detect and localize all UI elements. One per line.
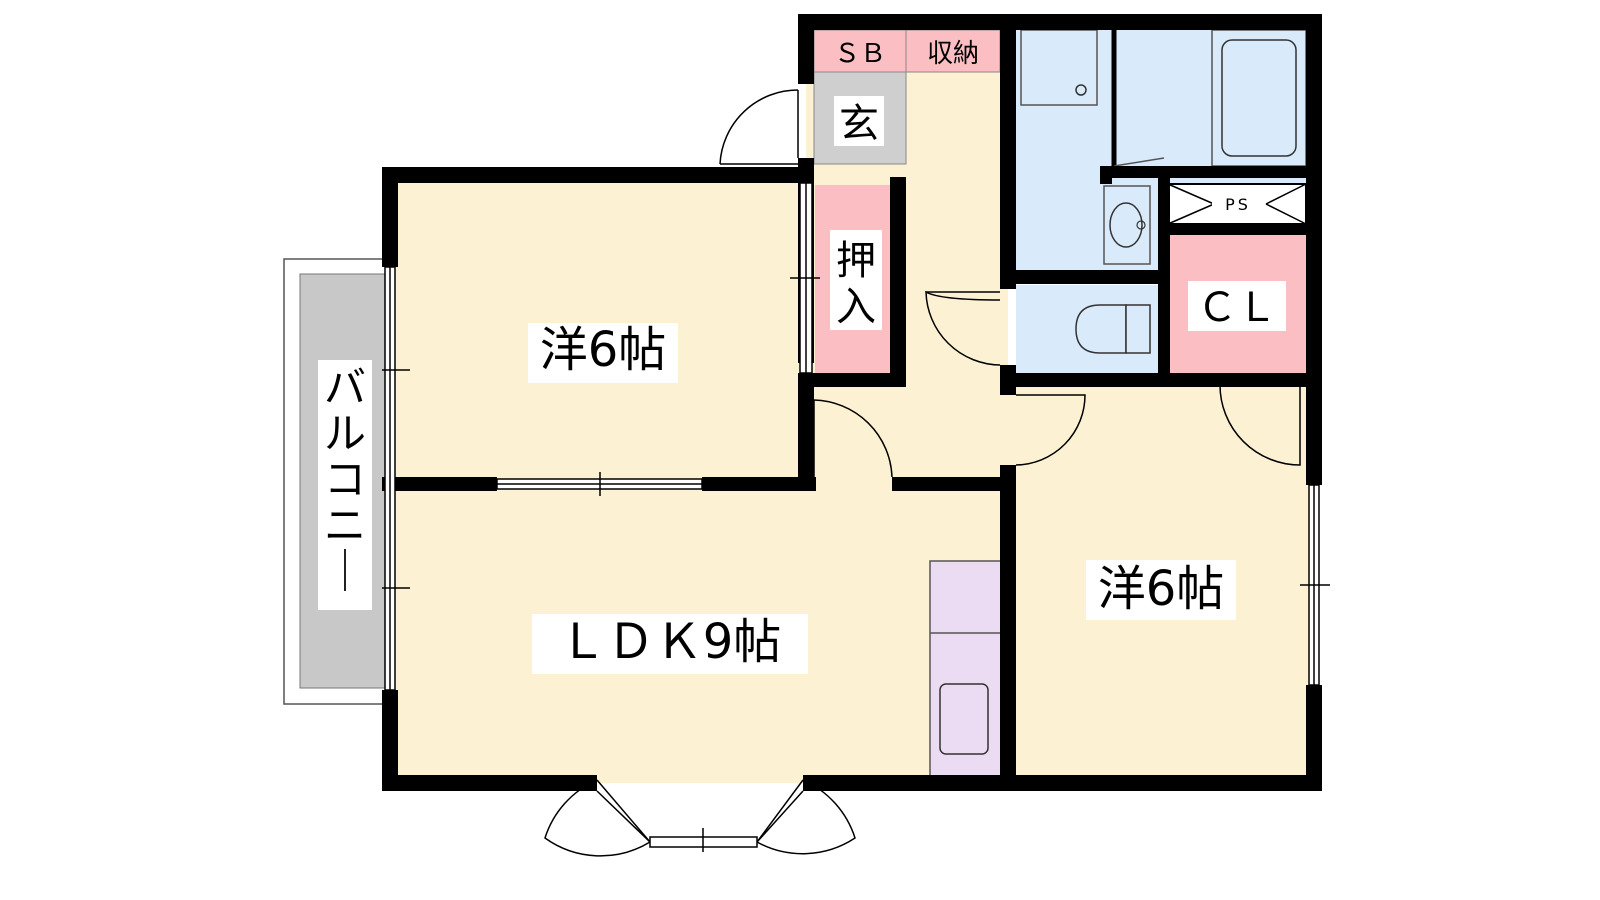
cl-closet-label: ＣＬ bbox=[1197, 285, 1277, 331]
doors bbox=[544, 89, 1301, 857]
label-bg-western-upper bbox=[528, 323, 678, 383]
wash-basin-tap-icon bbox=[1136, 220, 1146, 230]
western-room-right-label: 洋6帖 bbox=[1098, 561, 1225, 617]
label-bg-cl bbox=[1188, 281, 1286, 331]
oshiire-label-2: 入 bbox=[836, 284, 876, 330]
washing-machine-pan bbox=[1020, 29, 1098, 106]
label-bg-ps bbox=[1212, 194, 1264, 214]
oshiire-label-1: 押 bbox=[836, 238, 876, 284]
bath-door-line bbox=[1113, 157, 1165, 167]
kitchen-sink bbox=[939, 683, 989, 755]
drain-icon bbox=[1075, 84, 1087, 96]
label-bg-balcony bbox=[318, 360, 372, 610]
balcony-label: バルコニ｜ bbox=[324, 363, 366, 596]
pipe-space-mark-a bbox=[1167, 183, 1215, 205]
toilet-tank bbox=[1125, 304, 1151, 354]
storage-box bbox=[905, 29, 1001, 73]
ldk-label: ＬＤＫ9帖 bbox=[559, 614, 782, 670]
pipe-space-label: PS bbox=[1225, 195, 1251, 214]
entrance-label: 玄 bbox=[839, 101, 879, 147]
label-bg-western-right bbox=[1086, 560, 1236, 620]
shoe-box-label: ＳＢ bbox=[834, 39, 886, 69]
windows bbox=[382, 182, 1330, 691]
balcony-label-char: コ bbox=[324, 455, 366, 504]
label-bg-oshiire bbox=[830, 230, 882, 330]
bathtub-inner bbox=[1221, 39, 1297, 157]
walls bbox=[382, 14, 1322, 791]
toilet-icon bbox=[1075, 304, 1127, 354]
balcony-label-char: ニ bbox=[324, 501, 366, 550]
storage-label: 収納 bbox=[927, 39, 979, 69]
balcony-label-char: ｜ bbox=[324, 547, 366, 596]
balcony-label-char: バ bbox=[324, 363, 366, 412]
pipe-space-mark-b bbox=[1167, 203, 1215, 225]
wash-basin-bowl bbox=[1109, 202, 1143, 248]
balcony-label-char: ル bbox=[324, 409, 366, 458]
label-bg-entrance bbox=[834, 96, 884, 146]
pipe-space-mark-d bbox=[1265, 203, 1307, 225]
pipe-space-mark-c bbox=[1265, 183, 1307, 205]
western-room-upper-label: 洋6帖 bbox=[540, 322, 667, 378]
label-bg-ldk bbox=[532, 614, 808, 674]
